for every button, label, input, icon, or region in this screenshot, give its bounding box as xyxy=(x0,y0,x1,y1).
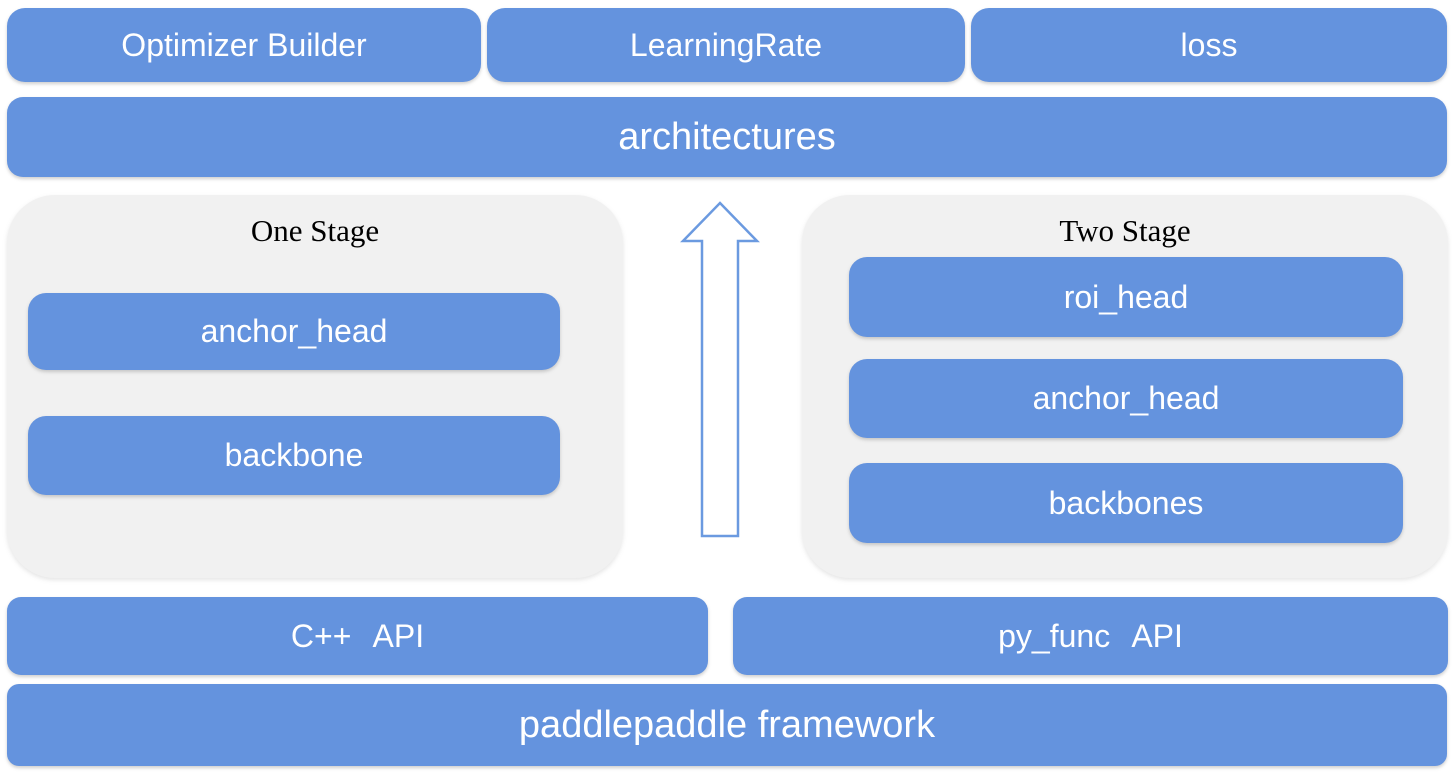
two-stage-roi-head-box: roi_head xyxy=(849,257,1403,337)
two-stage-backbones-box: backbones xyxy=(849,463,1403,543)
py-func-api-box: py_func API xyxy=(733,597,1448,675)
one-stage-title: One Stage xyxy=(250,213,380,248)
cpp-api-box: C++ API xyxy=(7,597,708,675)
loss-box: loss xyxy=(971,8,1447,82)
one-stage-backbone-box: backbone xyxy=(28,416,560,495)
optimizer-builder-box: Optimizer Builder xyxy=(7,8,481,82)
up-arrow-icon xyxy=(668,194,772,546)
one-stage-panel: One Stage anchor_head backbone xyxy=(7,195,623,578)
architectures-box: architectures xyxy=(7,97,1447,177)
two-stage-panel: Two Stage roi_head anchor_head backbones xyxy=(802,195,1448,578)
one-stage-anchor-head-box: anchor_head xyxy=(28,293,560,370)
learning-rate-box: LearningRate xyxy=(487,8,965,82)
paddlepaddle-framework-box: paddlepaddle framework xyxy=(7,684,1447,766)
two-stage-title: Two Stage xyxy=(1059,213,1191,248)
two-stage-anchor-head-box: anchor_head xyxy=(849,359,1403,438)
